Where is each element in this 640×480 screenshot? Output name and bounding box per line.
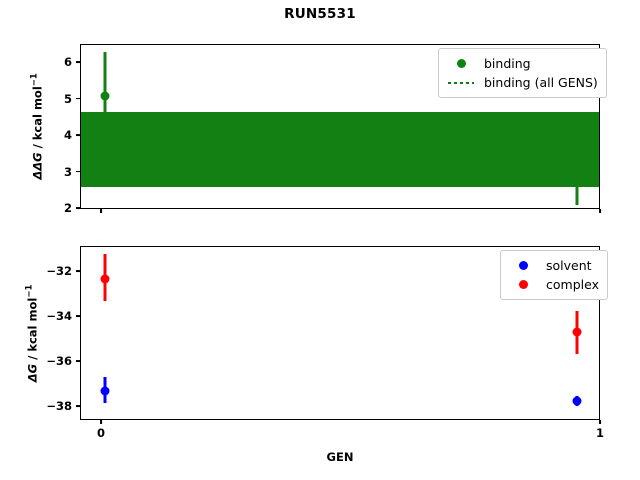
bottom-ylabel-exponent: −1	[24, 284, 35, 298]
top-ytick-label-5: 5	[63, 91, 72, 106]
bottom-xtick-label-1: 1	[595, 426, 605, 440]
errorbar-binding-gen1	[575, 165, 579, 205]
top-ytick-mark-4	[76, 134, 80, 136]
datapoint-solvent-gen0	[100, 386, 110, 396]
top-xtick-mark-1	[599, 209, 601, 213]
bottom-ytick-mark-34	[76, 315, 80, 317]
datapoint-complex-gen0	[100, 274, 110, 284]
bottom-ytick-label-36: −36	[46, 354, 72, 368]
bottom-ylabel-symbol: ΔG	[25, 363, 40, 383]
legend-marker-binding	[446, 59, 476, 68]
top-ytick-mark-6	[76, 61, 80, 63]
top-xtick-mark-0	[100, 209, 102, 213]
datapoint-binding-gen0	[100, 91, 110, 101]
top-ylabel-exponent: −1	[29, 73, 40, 87]
legend-label-binding-all-gens: binding (all GENS)	[484, 75, 598, 90]
bottom-ytick-mark-38	[76, 405, 80, 407]
legend-item-solvent[interactable]: solvent	[508, 256, 599, 275]
figure-title: RUN5531	[284, 6, 356, 22]
datapoint-complex-gen1	[572, 327, 582, 337]
top-ytick-label-6: 6	[63, 55, 72, 69]
top-legend[interactable]: binding binding (all GENS)	[438, 48, 607, 98]
legend-label-solvent: solvent	[546, 258, 592, 273]
legend-marker-solvent	[508, 261, 538, 270]
bottom-ytick-mark-32	[76, 270, 80, 272]
top-ylabel: ΔΔG / kcal mol−1	[30, 46, 45, 206]
bottom-xtick-mark-1	[599, 420, 601, 424]
legend-label-complex: complex	[546, 277, 599, 292]
legend-marker-complex	[508, 280, 538, 289]
top-ytick-mark-3	[76, 170, 80, 173]
legend-item-complex[interactable]: complex	[508, 275, 599, 294]
legend-item-binding-all-gens[interactable]: binding (all GENS)	[446, 73, 598, 92]
bottom-ytick-label-34: −34	[46, 309, 72, 323]
bottom-ylabel: ΔG / kcal mol−1	[25, 253, 40, 413]
bottom-ytick-mark-36	[76, 360, 80, 362]
legend-marker-binding-all-gens	[446, 81, 476, 84]
bottom-ytick-label-32: −32	[46, 264, 72, 278]
binding-all-gens-band	[81, 113, 599, 188]
top-ytick-label-4: 4	[63, 128, 72, 142]
top-ylabel-units: / kcal mol	[30, 86, 45, 153]
bottom-legend[interactable]: solvent complex	[500, 250, 608, 300]
top-ytick-mark-2	[76, 207, 80, 209]
bottom-xtick-label-0: 0	[96, 426, 106, 440]
legend-label-binding: binding	[484, 56, 531, 71]
top-ylabel-symbol: ΔΔG	[30, 152, 45, 180]
bottom-ylabel-units: / kcal mol	[25, 297, 40, 364]
legend-item-binding[interactable]: binding	[446, 54, 598, 73]
bottom-xtick-mark-0	[100, 420, 102, 424]
top-ytick-label-2: 2	[63, 201, 72, 215]
datapoint-binding-gen1	[572, 164, 582, 174]
top-ytick-label-3: 3	[63, 164, 72, 179]
binding-all-gens-line	[81, 112, 599, 115]
top-ytick-mark-5	[76, 97, 80, 100]
bottom-ytick-label-38: −38	[46, 399, 72, 413]
xaxis-label: GEN	[326, 450, 354, 464]
datapoint-solvent-gen1	[572, 396, 582, 406]
